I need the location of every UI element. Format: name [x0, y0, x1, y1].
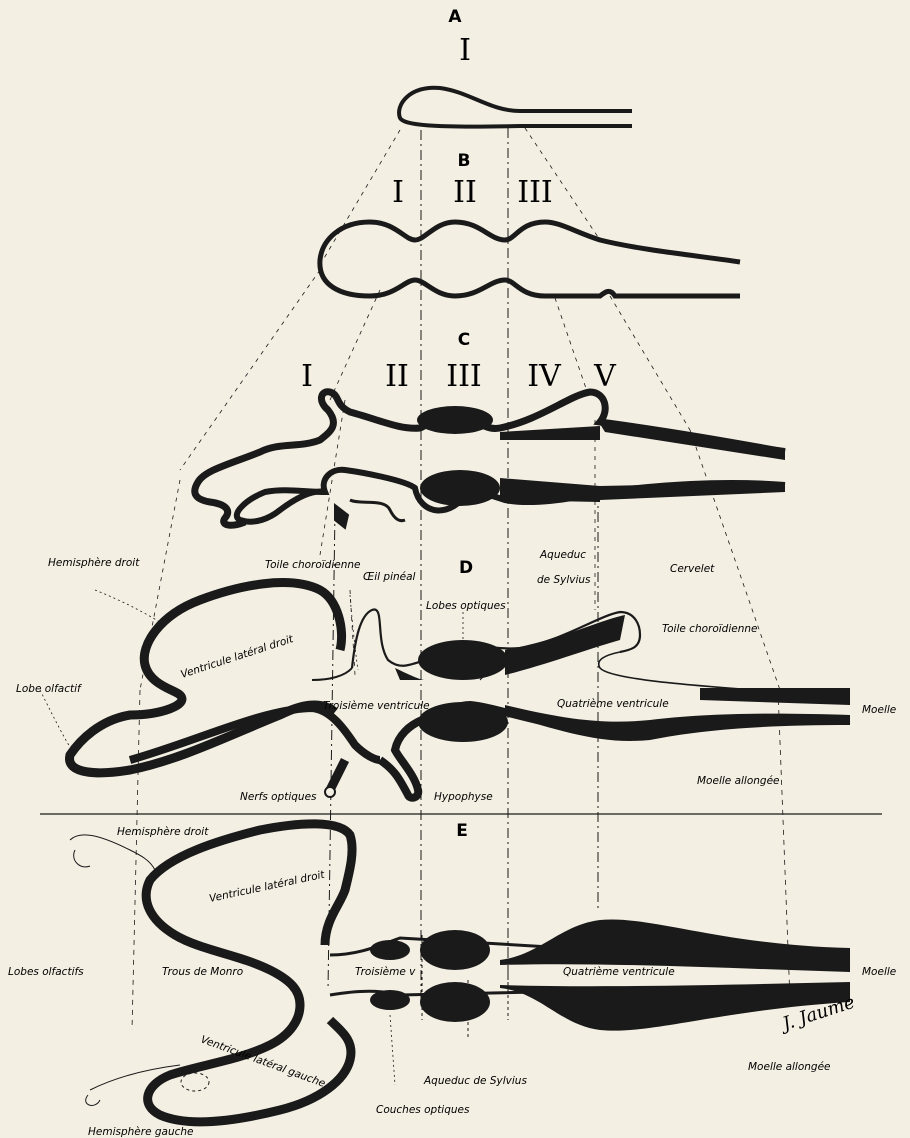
stage-a-numeral-1: I	[459, 33, 471, 68]
label-d-quatrieme-ventricule: Quatrième ventricule	[557, 698, 669, 710]
stage-d-letter: D	[459, 558, 473, 578]
label-d-cervelet: Cervelet	[670, 563, 715, 575]
label-d-ventricule-lateral-droit: Ventricule latéral droit	[179, 633, 295, 681]
label-e-trous-de-monro: Trous de Monro	[162, 966, 243, 978]
label-e-aqueduc-de-sylvius: Aqueduc de Sylvius	[423, 1075, 527, 1087]
label-e-moelle: Moelle	[862, 966, 896, 978]
label-d-lobes-optiques: Lobes optiques	[426, 600, 506, 612]
label-e-hemisphere-droit: Hemisphère droit	[117, 826, 209, 838]
stage-c-numeral-4: IV	[527, 359, 562, 394]
label-e-troisieme-v: Troisième v	[355, 966, 416, 978]
label-d-toile-choroidienne-2: Toile choroïdienne	[662, 623, 758, 635]
stage-a-letter: A	[448, 7, 462, 27]
stage-c-numeral-2: II	[385, 359, 409, 394]
stage-e-letter: E	[456, 821, 468, 841]
label-d-nerfs-optiques: Nerfs optiques	[240, 791, 317, 803]
label-d-lobe-olfactif: Lobe olfactif	[16, 683, 83, 695]
label-e-hemisphere-gauche: Hemisphère gauche	[88, 1126, 194, 1138]
stage-b-numeral-2: II	[453, 175, 477, 210]
label-e-lobes-olfactifs: Lobes olfactifs	[8, 966, 84, 978]
stage-b-numeral-1: I	[392, 175, 404, 210]
label-e-ventricule-lateral-droit: Ventricule latéral droit	[208, 869, 326, 905]
label-d-hypophyse: Hypophyse	[434, 791, 493, 803]
label-d-hemisphere-droit: Hemisphère droit	[48, 557, 140, 569]
stage-b-letter: B	[458, 151, 471, 171]
label-d-aqueduc-1: Aqueduc	[539, 549, 586, 561]
label-e-couches-optiques: Couches optiques	[376, 1104, 470, 1116]
label-d-oeil-pineal: Œil pinéal	[363, 571, 416, 583]
label-d-moelle: Moelle	[862, 704, 896, 716]
stage-c-numeral-5: V	[593, 359, 617, 394]
stage-c-numeral-1: I	[301, 359, 313, 394]
label-e-quatrieme-ventricule: Quatrième ventricule	[563, 966, 675, 978]
stage-a-outline	[399, 88, 632, 127]
stage-c-numeral-3: III	[446, 359, 482, 394]
stage-c-structure	[195, 392, 785, 528]
label-d-moelle-allongee: Moelle allongée	[697, 775, 780, 787]
label-d-aqueduc-2: de Sylvius	[537, 574, 591, 586]
stage-c-letter: C	[458, 330, 470, 350]
label-d-troisieme-ventricule: Troisième ventricule	[323, 700, 430, 712]
stage-d-structure	[40, 583, 850, 798]
label-e-moelle-allongee: Moelle allongée	[748, 1061, 831, 1073]
label-d-toile-choroidienne-1: Toile choroïdienne	[265, 559, 361, 571]
stage-b-outline	[320, 222, 740, 296]
stage-b-numeral-3: III	[517, 175, 553, 210]
